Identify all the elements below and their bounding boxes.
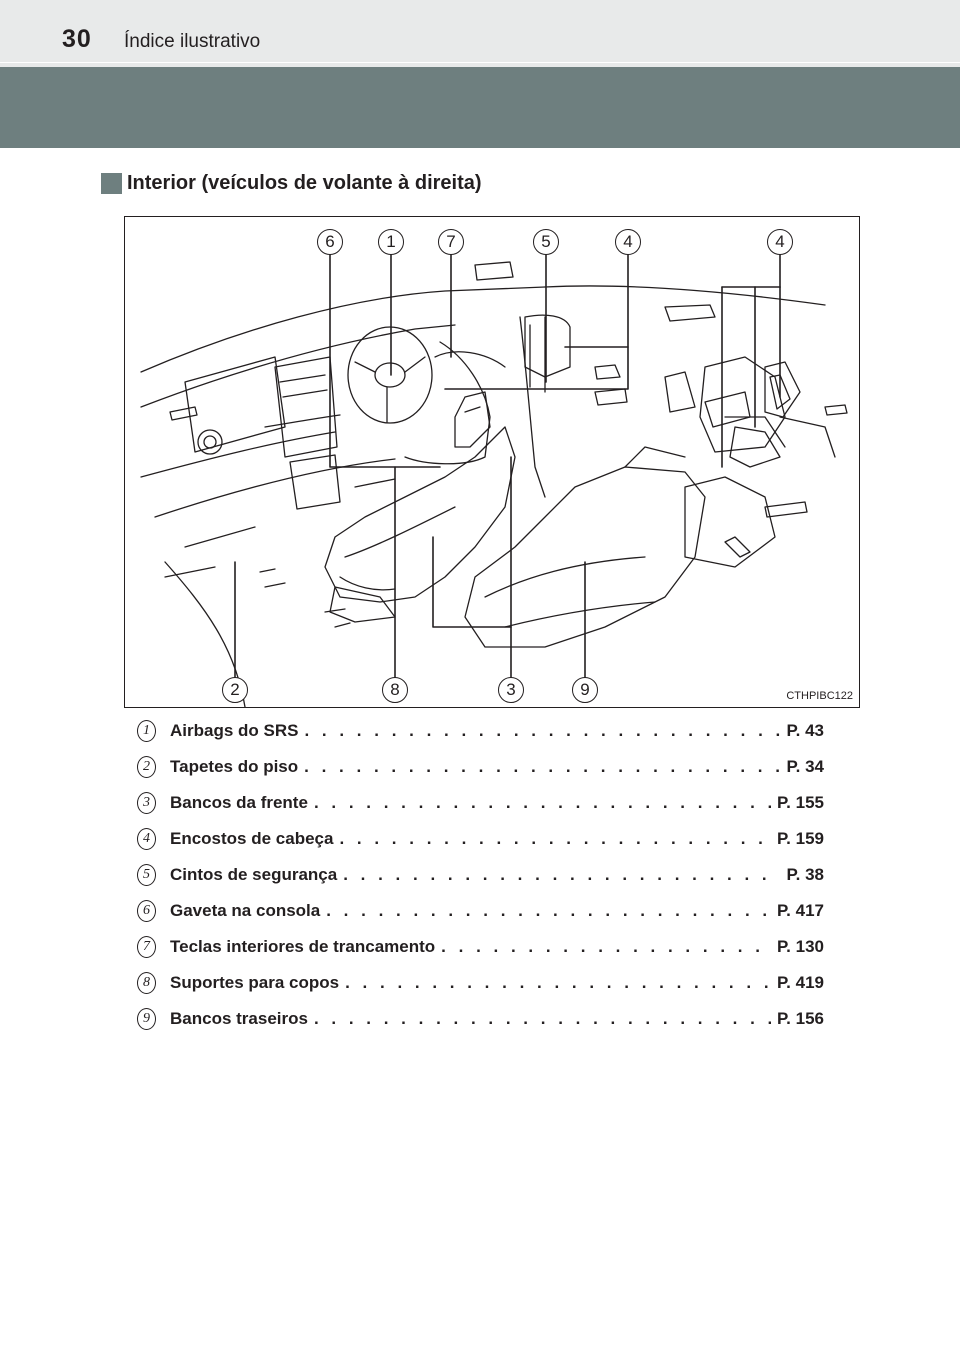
callout-bottom-1: 2 xyxy=(222,677,248,703)
legend-number: 5 xyxy=(137,864,156,886)
leader-dots xyxy=(314,1006,771,1032)
image-code: CTHPIBC122 xyxy=(786,690,853,702)
legend-page-ref[interactable]: P. 130 xyxy=(777,937,824,956)
legend-number: 8 xyxy=(137,972,156,994)
legend-number: 2 xyxy=(137,756,156,778)
callout-top-3: 7 xyxy=(438,229,464,255)
legend-item[interactable]: 6 Gaveta na consola P. 417 xyxy=(137,894,837,930)
car-interior-illustration: 6 1 7 5 4 4 2 8 3 9 CTHPIBC122 xyxy=(124,216,860,708)
legend-item[interactable]: 1 Airbags do SRS P. 43 xyxy=(137,714,837,750)
legend-page-ref[interactable]: P. 34 xyxy=(786,757,824,776)
leader-dots xyxy=(304,718,780,744)
legend-label: Bancos traseiros xyxy=(170,1009,308,1028)
legend-item[interactable]: 2 Tapetes do piso P. 34 xyxy=(137,750,837,786)
leader-dots xyxy=(343,862,780,888)
leader-dots xyxy=(441,934,771,960)
legend-page-ref[interactable]: P. 155 xyxy=(777,793,824,812)
legend-item[interactable]: 7 Teclas interiores de trancamento P. 13… xyxy=(137,930,837,966)
header-title: Índice ilustrativo xyxy=(124,31,261,52)
legend-number: 1 xyxy=(137,720,156,742)
section-title: Interior (veículos de volante à direita) xyxy=(127,172,482,194)
legend-number: 7 xyxy=(137,936,156,958)
legend-page-ref[interactable]: P. 159 xyxy=(777,829,824,848)
legend-page-ref[interactable]: P. 43 xyxy=(786,721,824,740)
leader-dots xyxy=(304,754,780,780)
gray-banner xyxy=(0,67,960,148)
legend-item[interactable]: 9 Bancos traseiros P. 156 xyxy=(137,1002,837,1038)
legend-label: Suportes para copos xyxy=(170,973,340,992)
legend-label: Encostos de cabeça xyxy=(170,829,334,848)
leader-dots xyxy=(339,826,771,852)
legend-page-ref[interactable]: P. 419 xyxy=(777,973,824,992)
callout-top-2: 1 xyxy=(378,229,404,255)
legend-number: 9 xyxy=(137,1008,156,1030)
legend-number: 6 xyxy=(137,900,156,922)
callout-bottom-4: 9 xyxy=(572,677,598,703)
callout-top-5: 4 xyxy=(615,229,641,255)
car-interior-drawing xyxy=(140,254,848,707)
section-marker-icon xyxy=(101,172,122,194)
legend-item[interactable]: 4 Encostos de cabeça P. 159 xyxy=(137,822,837,858)
legend-item[interactable]: 3 Bancos da frente P. 155 xyxy=(137,786,837,822)
leader-dots xyxy=(326,898,771,924)
legend-number: 3 xyxy=(137,792,156,814)
page-number: 30 xyxy=(62,25,92,53)
callout-top-1: 6 xyxy=(317,229,343,255)
section-heading: Interior (veículos de volante à direita) xyxy=(101,170,482,196)
header-band xyxy=(0,0,960,62)
leader-dots xyxy=(314,790,771,816)
callout-bottom-2: 8 xyxy=(382,677,408,703)
legend-item[interactable]: 8 Suportes para copos P. 419 xyxy=(137,966,837,1002)
legend-label: Cintos de segurança xyxy=(170,865,338,884)
callout-top-6: 4 xyxy=(767,229,793,255)
callout-bottom-3: 3 xyxy=(498,677,524,703)
legend-label: Gaveta na consola xyxy=(170,901,321,920)
callout-top-4: 5 xyxy=(533,229,559,255)
legend-number: 4 xyxy=(137,828,156,850)
legend-item[interactable]: 5 Cintos de segurança P. 38 xyxy=(137,858,837,894)
legend-label: Teclas interiores de trancamento xyxy=(170,937,436,956)
legend-list: 1 Airbags do SRS P. 43 2 Tapetes do piso… xyxy=(137,714,837,1038)
legend-label: Tapetes do piso xyxy=(170,757,299,776)
legend-label: Bancos da frente xyxy=(170,793,308,812)
leader-dots xyxy=(345,970,771,996)
legend-page-ref[interactable]: P. 417 xyxy=(777,901,824,920)
legend-page-ref[interactable]: P. 38 xyxy=(786,865,824,884)
legend-page-ref[interactable]: P. 156 xyxy=(777,1009,824,1028)
header-rule xyxy=(0,63,960,67)
legend-label: Airbags do SRS xyxy=(170,721,299,740)
